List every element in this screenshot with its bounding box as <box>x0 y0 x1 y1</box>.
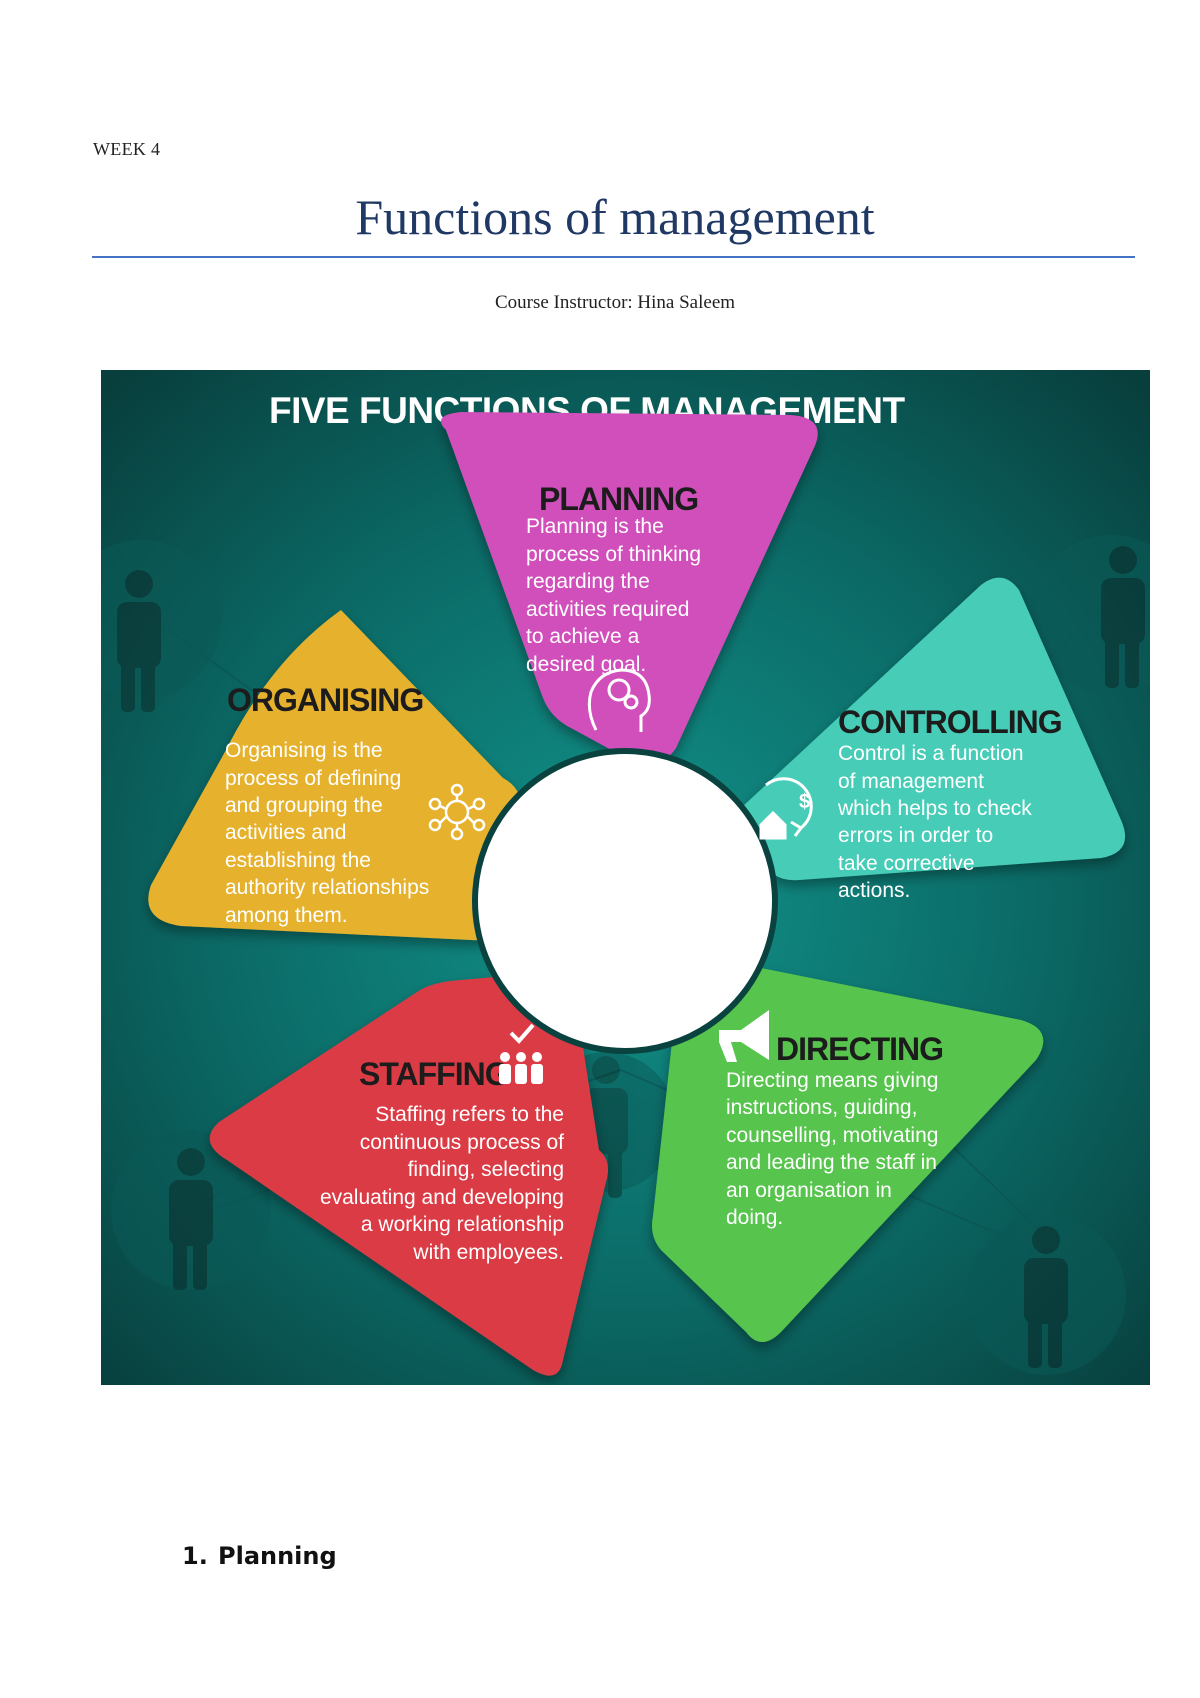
directing-line: Directing means giving <box>726 1069 938 1092</box>
title-underline <box>92 256 1135 258</box>
planning-line: activities required <box>526 598 689 621</box>
controlling-title: CONTROLLING <box>838 704 1062 740</box>
staffing-line: with employees. <box>412 1241 564 1264</box>
planning-line: desired goal. <box>526 653 646 676</box>
section-title: Planning <box>218 1542 337 1570</box>
person-silhouette-icon <box>111 1130 271 1290</box>
planning-line: to achieve a <box>526 625 640 648</box>
directing-line: an organisation in <box>726 1179 892 1202</box>
directing-description: Directing means giving instructions, gui… <box>726 1069 938 1229</box>
staffing-line: Staffing refers to the <box>375 1103 564 1126</box>
directing-line: counselling, motivating <box>726 1124 938 1147</box>
five-functions-infographic: FIVE FUNCTIONS OF MANAGEMENT PLANNING Pl… <box>101 370 1150 1385</box>
course-instructor: Course Instructor: Hina Saleem <box>494 292 736 313</box>
section-number: 1. <box>182 1542 208 1570</box>
document-title: Functions of management <box>355 189 875 245</box>
directing-line: instructions, guiding, <box>726 1096 917 1119</box>
staffing-line: finding, selecting <box>408 1158 564 1181</box>
directing-title: DIRECTING <box>776 1031 943 1067</box>
organising-description: Organising is the process of defining an… <box>225 739 429 927</box>
planning-title: PLANNING <box>539 481 698 517</box>
organising-line: activities and <box>225 821 346 844</box>
brain-head-icon <box>587 668 651 732</box>
person-silhouette-icon <box>966 1215 1126 1375</box>
controlling-petal <box>741 577 1126 881</box>
house-dollar-cycle-icon: $ <box>759 777 813 840</box>
directing-line: and leading the staff in <box>726 1151 937 1174</box>
staffing-line: a working relationship <box>361 1213 564 1236</box>
planning-description: Planning is the process of thinking rega… <box>526 515 701 676</box>
organising-line: and grouping the <box>225 794 383 817</box>
controlling-description: Control is a function of management whic… <box>837 742 1032 902</box>
controlling-line: take corrective <box>838 852 975 875</box>
controlling-line: of management <box>838 770 984 793</box>
center-circle <box>472 748 778 1054</box>
controlling-line: Control is a function <box>838 742 1024 765</box>
planning-line: process of thinking <box>526 543 701 566</box>
organising-line: establishing the <box>225 849 371 872</box>
team-check-icon <box>499 1023 543 1084</box>
staffing-title: STAFFING <box>359 1056 509 1092</box>
organising-line: Organising is the <box>225 739 383 762</box>
directing-petal <box>652 957 1044 1342</box>
controlling-line: which helps to check <box>837 797 1032 820</box>
organising-line: authority relationships <box>225 876 429 899</box>
organising-title: ORGANISING <box>227 682 423 718</box>
planning-petal <box>441 412 818 766</box>
network-nodes-icon <box>428 783 486 841</box>
week-label: WEEK 4 <box>93 139 161 159</box>
organising-line: process of defining <box>225 767 401 790</box>
person-silhouette-icon <box>1031 535 1150 695</box>
organising-line: among them. <box>225 904 348 927</box>
person-silhouette-icon <box>101 540 221 712</box>
directing-line: doing. <box>726 1206 783 1229</box>
section-heading-planning: 1. Planning <box>182 1542 337 1570</box>
organising-petal <box>148 610 522 941</box>
controlling-line: actions. <box>838 879 910 902</box>
staffing-description: Staffing refers to the continuous proces… <box>320 1103 564 1264</box>
staffing-line: evaluating and developing <box>320 1186 564 1209</box>
megaphone-icon <box>719 1010 769 1062</box>
planning-line: Planning is the <box>526 515 664 538</box>
controlling-line: errors in order to <box>838 824 993 847</box>
svg-text:$: $ <box>799 791 810 813</box>
staffing-line: continuous process of <box>360 1131 564 1154</box>
planning-line: regarding the <box>526 570 650 593</box>
